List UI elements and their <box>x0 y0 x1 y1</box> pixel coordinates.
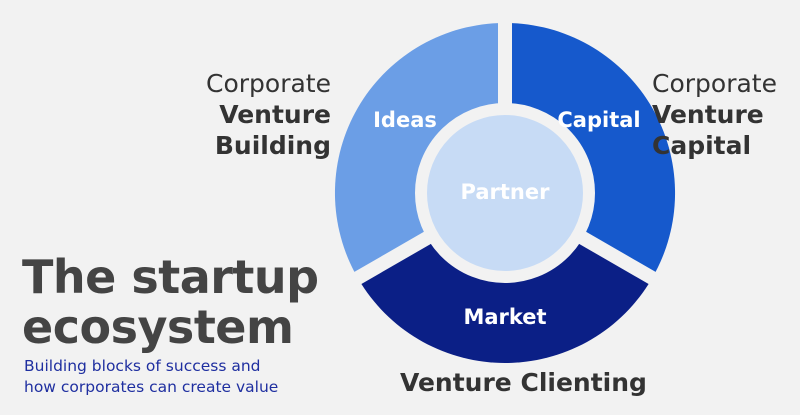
right-label-line1: Corporate <box>652 69 777 98</box>
left-label-line1: Corporate <box>206 69 331 98</box>
subtitle-line1: Building blocks of success and <box>24 357 261 375</box>
left-label-line3: Building <box>214 131 331 160</box>
right-label-line3: Capital <box>652 131 752 160</box>
page-subtitle: Building blocks of success and how corpo… <box>24 356 278 398</box>
center-label-partner: Partner <box>461 180 551 204</box>
right-label-line2: Venture <box>652 100 764 129</box>
center-circle-partner <box>415 103 595 283</box>
segment-label-capital: Capital <box>557 108 640 132</box>
label-corporate-venture-building: Corporate Venture Building <box>206 68 331 161</box>
page-title: The startup ecosystem <box>22 252 319 352</box>
segment-label-market: Market <box>463 305 546 329</box>
label-venture-clienting: Venture Clienting <box>400 368 647 397</box>
left-label-line2: Venture <box>219 100 331 129</box>
title-line1: The startup <box>22 250 319 304</box>
title-line2: ecosystem <box>22 300 294 354</box>
segment-label-ideas: Ideas <box>373 108 437 132</box>
label-corporate-venture-capital: Corporate Venture Capital <box>652 68 777 161</box>
subtitle-line2: how corporates can create value <box>24 378 279 396</box>
